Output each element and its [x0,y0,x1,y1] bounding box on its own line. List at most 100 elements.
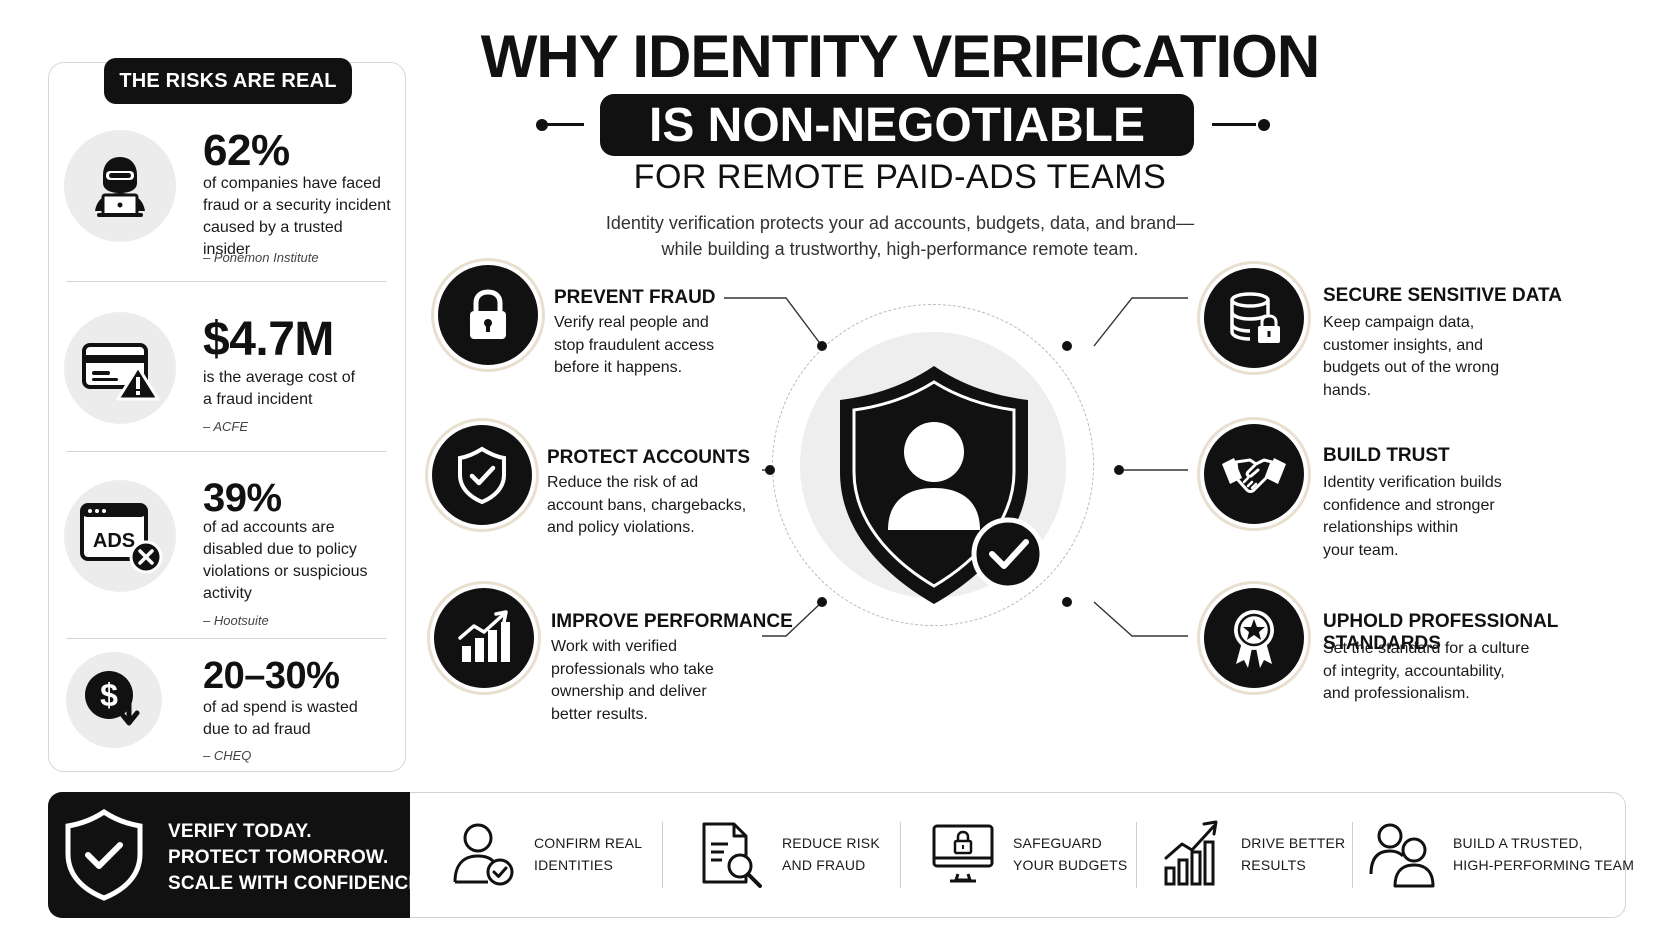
handshake-icon [1204,424,1304,524]
stat-description-line: disabled due to policy [203,541,357,558]
benefit-description-line: hands. [1323,381,1372,399]
stat-source: – Ponemon Institute [203,250,319,265]
benefit-description-line: ownership and deliver [551,683,707,700]
connector-dot [817,341,827,351]
title-decoration-dot-right [1258,119,1270,131]
bottom-item-line: REDUCE RISK [782,835,880,851]
stat-description: is the average cost of a fraud incident [203,367,393,411]
divider [66,281,386,282]
stat-description-line: of ad accounts are [203,519,335,536]
bottom-item-label: DRIVE BETTER RESULTS [1241,832,1345,876]
bottom-item-line: HIGH-PERFORMING TEAM [1453,857,1635,873]
benefit-description: Identity verification builds confidence … [1323,472,1502,562]
stat-description-line: activity [203,585,252,602]
dollar-down-icon: $ [66,652,162,748]
benefit-title: IMPROVE PERFORMANCE [551,611,793,632]
stat-description: of ad spend is wasted due to ad fraud [203,697,393,741]
benefit-description-line: Set the standard for a culture [1323,640,1530,657]
benefit-description-line: professionals who take [551,660,714,678]
separator [1352,822,1353,888]
benefit-description-line: your team. [1323,541,1399,559]
benefit-description-line: before it happens. [554,359,683,376]
divider [66,638,386,639]
benefit-description: Keep campaign data, customer insights, a… [1323,312,1499,402]
benefit-description: Verify real people and stop fraudulent a… [554,312,714,380]
title-decoration-line-left [544,123,584,126]
bottom-item-label: CONFIRM REAL IDENTITIES [534,832,642,876]
benefit-title: PREVENT FRAUD [554,287,716,308]
bottom-item-line: BUILD A TRUSTED, [1453,835,1583,851]
benefit-description-line: and professionalism. [1323,685,1470,702]
bottom-item-line: IDENTITIES [534,857,614,873]
benefit-description-line: customer insights, and [1323,336,1484,354]
intro-text: Identity verification protects your ad a… [560,210,1240,262]
benefit-description: Work with verified professionals who tak… [551,636,714,726]
bottom-item-line: AND FRAUD [782,857,866,873]
benefit-description-line: and policy violations. [547,519,695,536]
benefit-description: Reduce the risk of ad account bans, char… [547,472,746,540]
shield-user-icon [840,366,1045,604]
stat-description-line: violations or suspicious [203,563,368,580]
benefit-description-line: Verify real people and [554,314,709,331]
credit-card-warning-icon [64,312,176,424]
title-decoration-line-right [1212,123,1256,126]
stat-value: $4.7M [203,313,334,366]
benefit-title: SECURE SENSITIVE DATA [1323,285,1562,306]
stat-description-line: is the average cost of [203,369,356,386]
bottom-item-line: CONFIRM REAL [534,835,643,851]
monitor-lock-icon [932,824,994,883]
connector-dot [1062,341,1072,351]
cta-line: VERIFY TODAY. [168,821,312,842]
stat-value: 39% [203,476,282,520]
bottom-item-line: SAFEGUARD [1013,835,1102,851]
benefit-title: PROTECT ACCOUNTS [547,447,751,468]
growth-chart-icon [1164,820,1218,886]
bottom-item-label: SAFEGUARD YOUR BUDGETS [1013,832,1127,876]
user-check-icon [453,823,514,886]
benefit-description-line: better results. [551,705,648,723]
stat-description-line: a fraud incident [203,391,313,408]
benefit-description-line: confidence and stronger [1323,496,1495,514]
page-title: WHY IDENTITY VERIFICATION [480,23,1320,90]
benefit-description-line: stop fraudulent access [554,336,715,354]
stat-source: – ACFE [203,419,249,434]
intro-line: Identity verification protects your ad a… [605,213,1195,233]
connector-dot [1062,597,1072,607]
stat-description-line: of ad spend is wasted [203,699,358,716]
award-badge-icon [1204,588,1304,688]
cta-line: SCALE WITH CONFIDENCE. [168,873,427,894]
connector-dot [765,465,775,475]
connector-lines [724,297,1188,637]
benefit-description: Set the standard for a culture of integr… [1323,638,1529,706]
benefit-description-line: of integrity, accountability, [1323,662,1505,680]
connector-dot [817,597,827,607]
benefit-description-line: Keep campaign data, [1323,314,1475,331]
shield-check-icon [432,425,532,525]
risks-heading: THE RISKS ARE REAL [104,58,352,104]
bottom-item-line: RESULTS [1241,857,1306,873]
benefit-description-line: Work with verified [551,638,677,655]
benefit-title: BUILD TRUST [1323,445,1450,466]
ads-badge-text: ADS [93,530,135,552]
bottom-item-label: BUILD A TRUSTED, HIGH-PERFORMING TEAM [1453,832,1634,876]
separator [900,822,901,888]
team-icon [1369,823,1435,888]
stat-description: of companies have faced fraud or a secur… [203,173,393,261]
stat-source: – Hootsuite [203,613,269,628]
divider [66,451,386,452]
bar-chart-growth-icon [434,588,534,688]
benefit-description-line: Reduce the risk of ad [547,474,699,491]
bottom-item-label: REDUCE RISK AND FRAUD [782,832,880,876]
bottom-item-line: DRIVE BETTER [1241,835,1346,851]
intro-line: while building a trustworthy, high-perfo… [661,239,1139,259]
title-highlight: IS NON-NEGOTIABLE [600,94,1194,156]
stat-description-line: due to ad fraud [203,721,311,738]
stat-value: 62% [203,126,290,175]
page-subtitle: FOR REMOTE PAID-ADS TEAMS [633,158,1167,196]
hacker-laptop-icon [64,130,176,242]
benefit-description-line: budgets out of the wrong [1323,359,1500,376]
benefit-description-line: Identity verification builds [1323,474,1502,491]
stat-description: of ad accounts are disabled due to polic… [203,517,393,605]
connector-dot [1114,465,1124,475]
cta-line: PROTECT TOMORROW. [168,847,389,868]
